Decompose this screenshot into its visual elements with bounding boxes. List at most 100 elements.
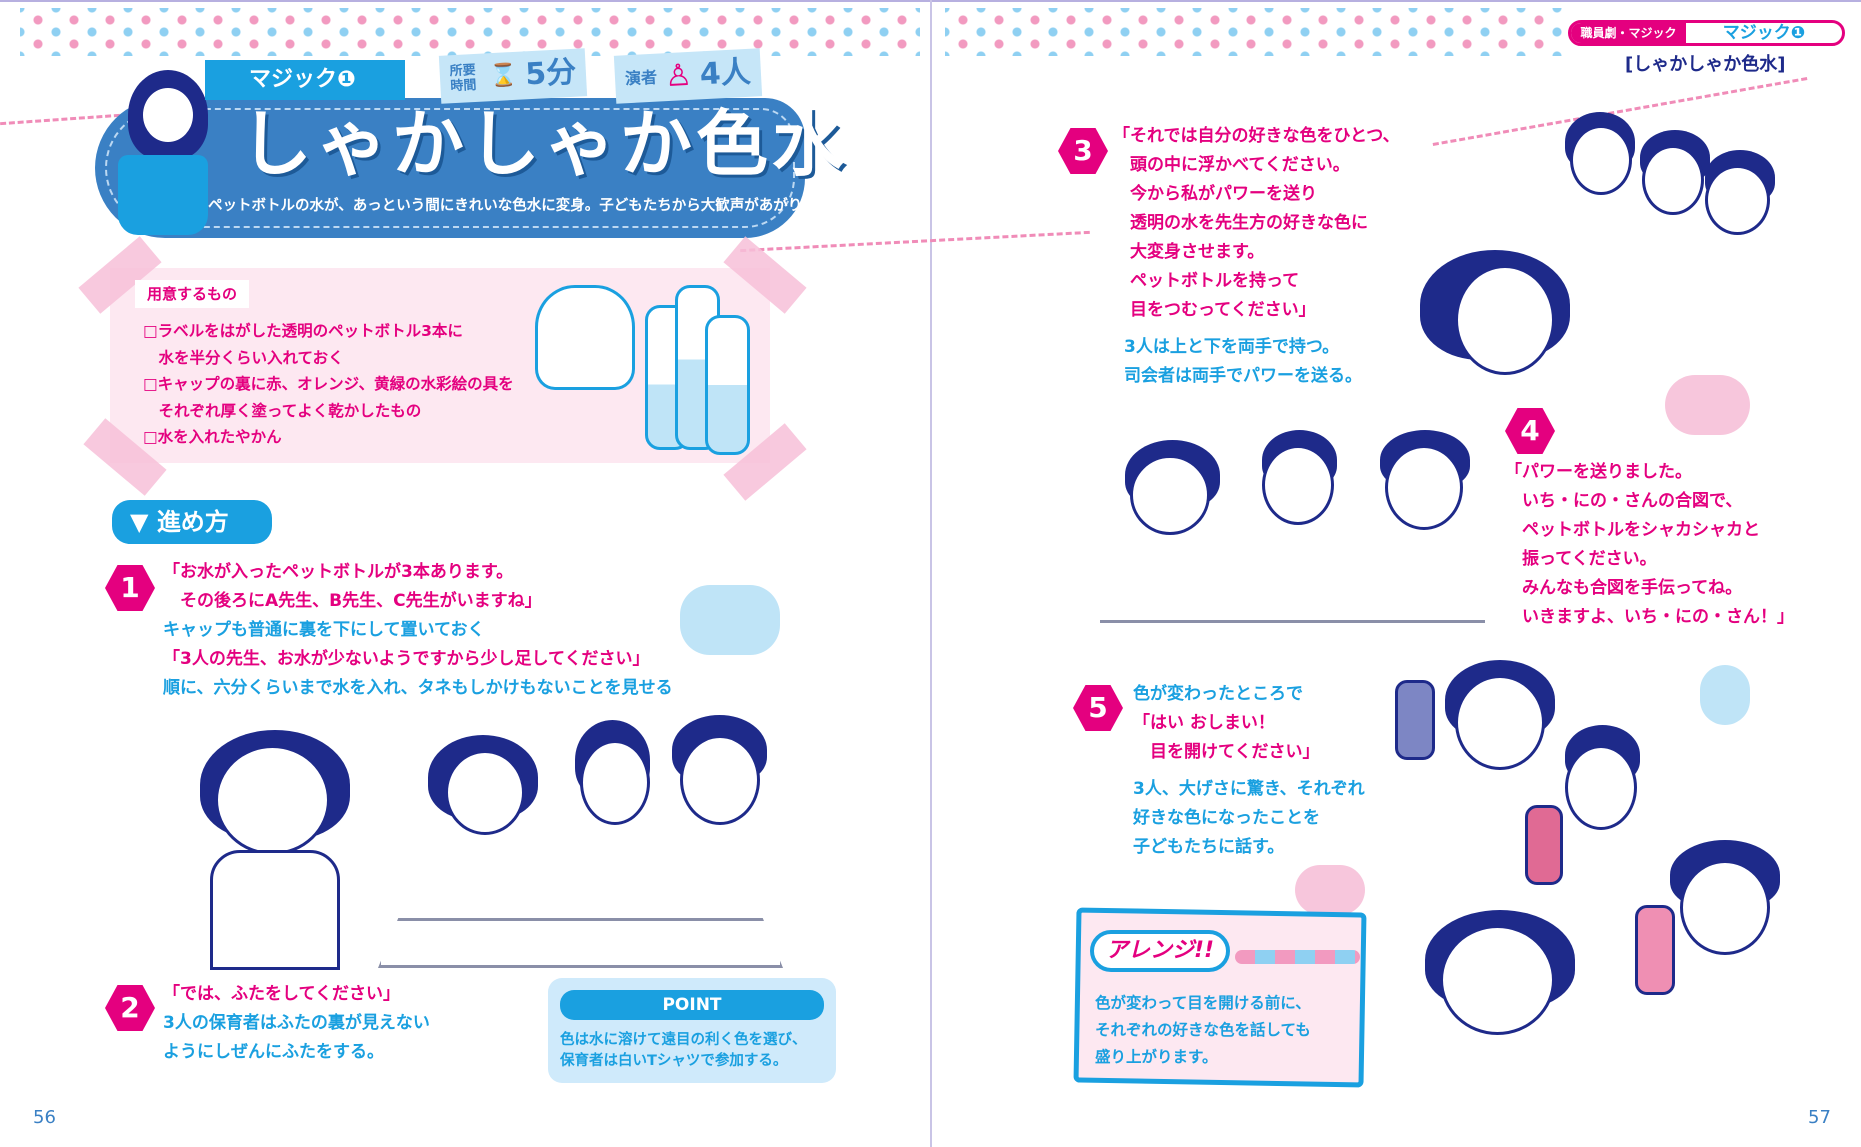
music-note-decoration xyxy=(1700,665,1750,725)
materials-item: それぞれ厚く塗ってよく乾かしたもの xyxy=(143,401,422,420)
magician-face xyxy=(140,85,196,145)
host-body xyxy=(210,850,340,970)
page-gutter xyxy=(930,0,932,1147)
materials-item: 水を半分くらい入れておく xyxy=(143,348,344,367)
materials-item: □ラベルをはがした透明のペットボトル3本に xyxy=(143,322,463,340)
teacher-face xyxy=(1642,145,1704,215)
step-line: 「パワーを送りました。 xyxy=(1505,462,1692,482)
person-icon: ♙ xyxy=(664,57,693,95)
colored-bottle xyxy=(1395,680,1435,760)
arrange-line: 色が変わって目を開ける前に、 xyxy=(1095,994,1311,1012)
step-line: 順に、六分くらいまで水を入れ、タネもしかけもないことを見せる xyxy=(163,678,673,698)
step-line: 「お水が入ったペットボトルが3本あります。 xyxy=(163,562,514,582)
step-line: 目をつむってください」 xyxy=(1113,300,1316,320)
performers-box: 演者 ♙ 4人 xyxy=(613,48,762,104)
bottle-illustration xyxy=(705,315,750,455)
arrange-line: それぞれの好きな色を話しても xyxy=(1095,1021,1311,1039)
teacher-face xyxy=(1570,125,1632,195)
time-label: 所要時間 xyxy=(449,62,477,95)
materials-item: □キャップの裏に赤、オレンジ、黄緑の水彩絵の具を xyxy=(143,375,514,393)
note-line: 3人、大げさに驚き、それぞれ xyxy=(1133,779,1365,799)
teacher-face xyxy=(1565,745,1637,830)
step-line: 今から私がパワーを送り xyxy=(1113,184,1317,204)
step-badge-4: 4 xyxy=(1505,408,1555,454)
step-line: 透明の水を先生方の好きな色に xyxy=(1113,213,1368,233)
floor-line xyxy=(1100,620,1485,623)
page-title: しゃかしゃか色水 xyxy=(240,102,849,186)
teacher-face xyxy=(1262,445,1334,525)
bracket-title: [しゃかしゃか色水] xyxy=(1625,54,1786,75)
header-category: 職員劇・マジック xyxy=(1571,23,1686,43)
page-number-left: 56 xyxy=(33,1107,56,1128)
step-line: 目を開けてください」 xyxy=(1133,742,1320,762)
step-line: 3人の保育者はふたの裏が見えない xyxy=(163,1013,430,1033)
teacher-face xyxy=(1705,165,1770,235)
cloud-decoration xyxy=(1665,375,1750,435)
step-1-text: 「お水が入ったペットボトルが3本あります。 その後ろにA先生、B先生、C先生がい… xyxy=(163,558,673,703)
teacher-face xyxy=(1385,445,1463,530)
materials-item: □水を入れたやかん xyxy=(143,428,282,446)
teacher-face xyxy=(1130,455,1210,535)
materials-heading: 用意するもの xyxy=(135,280,250,308)
step-4-text: 「パワーを送りました。 いち・にの・さんの合図で、 ペットボトルをシャカシャカと… xyxy=(1505,458,1794,632)
materials-list: □ラベルをはがした透明のペットボトル3本に 水を半分くらい入れておく □キャップ… xyxy=(143,318,514,451)
teacher-face xyxy=(1455,675,1545,770)
host-face xyxy=(1455,265,1555,375)
magic-tag: マジック❶ xyxy=(205,60,405,100)
decorative-dash xyxy=(740,230,1090,253)
note-line: 子どもたちに話す。 xyxy=(1133,837,1285,857)
step-line: 「3人の先生、お水が少ないようですから少し足してください」 xyxy=(163,649,650,669)
point-heading: POINT xyxy=(560,990,824,1020)
step-5-text: 色が変わったところで「はい おしまい！ 目を開けてください」 xyxy=(1133,680,1320,767)
step-line: 頭の中に浮かべてください。 xyxy=(1113,155,1350,175)
host-face xyxy=(1440,925,1555,1035)
step-5-notes: 3人、大げさに驚き、それぞれ 好きな色になったことを 子どもたちに話す。 xyxy=(1133,775,1365,862)
step-line: 振ってください。 xyxy=(1505,549,1657,569)
step-badge-1: 1 xyxy=(105,565,155,611)
arrange-heading: アレンジ!! xyxy=(1090,930,1230,972)
decorative-dash xyxy=(0,113,120,126)
teacher-face xyxy=(1680,860,1770,955)
header-tag: 職員劇・マジック マジック❶ xyxy=(1568,20,1845,46)
page-number-right: 57 xyxy=(1808,1107,1831,1128)
table-illustration xyxy=(378,918,783,968)
step-line: いきますよ、いち・にの・さん！」 xyxy=(1505,607,1794,627)
flower-border-right xyxy=(945,8,1565,56)
step-line: 「それでは自分の好きな色をひとつ、 xyxy=(1113,126,1400,146)
note-line: 好きな色になったことを xyxy=(1133,808,1320,828)
note-line: 司会者は両手でパワーを送る。 xyxy=(1124,366,1362,386)
arrange-text: 色が変わって目を開ける前に、 それぞれの好きな色を話しても 盛り上がります。 xyxy=(1095,990,1311,1071)
music-note-decoration xyxy=(680,585,780,655)
teacher-a-face xyxy=(445,750,525,835)
step-line: いち・にの・さんの合図で、 xyxy=(1505,491,1743,511)
header-item: マジック❶ xyxy=(1722,23,1806,43)
step-line: ペットボトルをシャカシャカと xyxy=(1505,520,1760,540)
performers-label: 演者 xyxy=(624,67,658,89)
section-heading: ▼ 進め方 xyxy=(112,500,272,544)
step-badge-5: 5 xyxy=(1073,685,1123,731)
performers-value: 4人 xyxy=(698,54,752,93)
cloud-decoration xyxy=(1295,865,1365,915)
step-line: 「はい おしまい！ xyxy=(1133,713,1275,733)
step-line: みんなも合図を手伝ってね。 xyxy=(1505,578,1743,598)
kettle-illustration xyxy=(535,285,635,390)
step-3-notes: 3人は上と下を両手で持つ。 司会者は両手でパワーを送る。 xyxy=(1124,333,1362,391)
step-line: 色が変わったところで xyxy=(1133,684,1303,704)
step-line: その後ろにA先生、B先生、C先生がいますね」 xyxy=(163,591,542,611)
time-value: 5分 xyxy=(524,54,578,93)
flower-border-left xyxy=(20,8,920,56)
step-3-text: 「それでは自分の好きな色をひとつ、 頭の中に浮かべてください。 今から私がパワー… xyxy=(1113,122,1400,325)
hourglass-icon: ⌛ xyxy=(489,62,519,90)
note-line: 3人は上と下を両手で持つ。 xyxy=(1124,337,1340,357)
point-box: POINT 色は水に溶けて遠目の利く色を選び、 保育者は白いTシャツで参加する。 xyxy=(548,978,836,1083)
page-subtitle: ペットボトルの水が、あっという間にきれいな色水に変身。子どもたちから大歓声があが… xyxy=(208,198,845,214)
teacher-b-face xyxy=(580,740,650,825)
step-line: ようにしぜんにふたをする。 xyxy=(163,1042,384,1062)
magic-hat-illustration xyxy=(118,155,208,235)
step-line: 大変身させます。 xyxy=(1113,242,1265,262)
step-line: キャップも普通に裏を下にして置いておく xyxy=(163,620,485,640)
step-badge-3: 3 xyxy=(1058,128,1108,174)
chain-decoration xyxy=(1235,950,1360,964)
time-box: 所要時間 ⌛ 5分 xyxy=(438,48,588,104)
step-line: ペットボトルを持って xyxy=(1113,271,1300,291)
